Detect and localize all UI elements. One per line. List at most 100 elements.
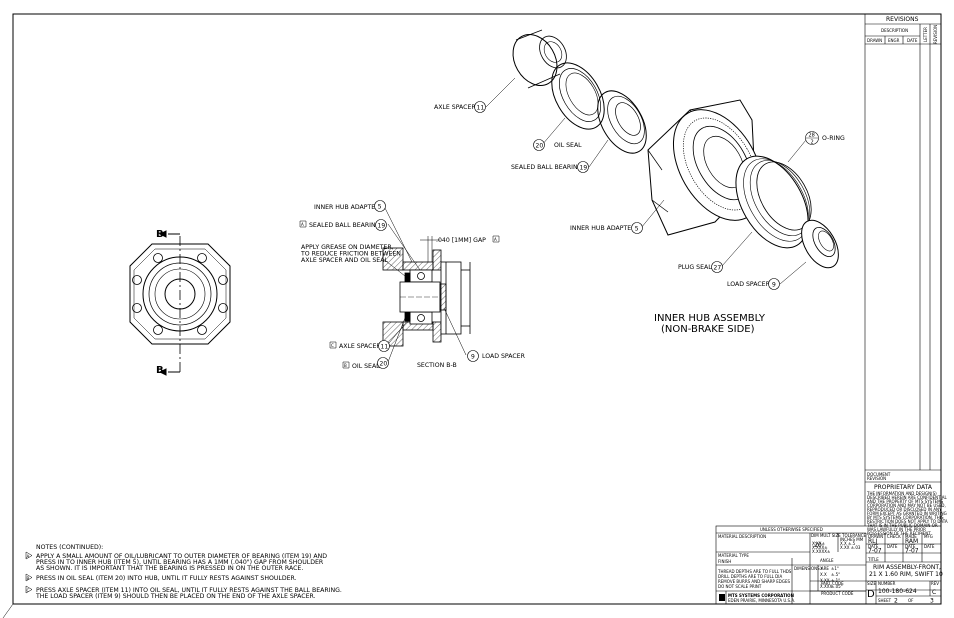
angle-tol-1: ±.5°	[831, 572, 840, 577]
date-label-2: DATE	[887, 544, 898, 549]
angle-val-1: X.X	[820, 572, 827, 577]
date-label-3: DATE	[905, 544, 916, 549]
proprietary-text: THE INFORMATION AND DESIGN(S) DESCRIBED …	[866, 491, 948, 536]
revisions-description: DESCRIPTION	[881, 28, 908, 33]
angle-val-0: X	[820, 566, 823, 571]
mts-logo	[719, 594, 725, 601]
balloon-28: 28	[809, 133, 815, 139]
tol-a-1: X.XXX±	[812, 545, 828, 550]
flag-a-gap: A	[494, 237, 497, 242]
rev-label: REV	[931, 581, 939, 586]
balloon-20-section: 20	[380, 360, 388, 367]
note-a-line-1: APPLY A SMALL AMOUNT OF OIL/LUBRICANT TO…	[36, 553, 327, 560]
fine-note-2: REMOVE BURRS AND SHARP EDGES	[718, 579, 790, 584]
label-axle-spacer: AXLE SPACER	[434, 104, 476, 111]
proprietary-line: AND THE PROPERTY OF MTS SYSTEMS	[867, 499, 944, 504]
revisions-engr: ENGR	[888, 38, 900, 43]
revisions-block	[864, 14, 941, 526]
angle-tol-2: ±.1°	[831, 578, 840, 583]
drawn-label: DRAWN	[868, 534, 883, 539]
part-code-label: PART CODE	[821, 581, 844, 586]
material-description: MATERIAL DESCRIPTION	[718, 534, 766, 539]
tol-b-0: INCHES MM	[840, 537, 864, 542]
notes: NOTES (CONTINUED): A APPLY A SMALL AMOUN…	[25, 544, 342, 600]
balloon-20: 20	[536, 142, 544, 149]
drawing-title-line-2: 21 X 1.60 RIM, SWIFT 10	[869, 571, 943, 578]
doc-rev-line-2: REVISION	[867, 476, 886, 481]
fine-note-0: THREAD DEPTHS ARE TO FULL THDS	[717, 569, 792, 574]
assembly-title-line-1: INNER HUB ASSEMBLY	[654, 313, 766, 324]
note-b-line-1: PRESS IN OIL SEAL (ITEM 20) INTO HUB, UN…	[36, 575, 297, 582]
sheet-value: 2	[894, 598, 898, 605]
balloon-9: 9	[772, 281, 776, 288]
tol-a-2: X.XXXX±	[812, 549, 830, 554]
angle-val-2: X.XX	[820, 578, 830, 583]
size-label: SIZE	[867, 581, 876, 586]
note-flag-a: A	[27, 554, 30, 559]
made-value: RAM	[905, 538, 918, 545]
label-inner-hub-adapter-section: INNER HUB ADAPTER	[314, 204, 380, 211]
note-flag-c: C	[27, 588, 30, 593]
fine-note-1: DRILL DEPTHS ARE TO FULL DIA	[718, 574, 782, 579]
proprietary-line: CORPORATION AND MAY NOT BE USED,	[867, 503, 946, 508]
company-name: MTS SYSTEMS CORPORATION	[728, 593, 794, 598]
label-load-spacer: LOAD SPACER	[727, 281, 771, 288]
made-label: MADE	[905, 534, 917, 539]
tol-a-0: X.XX±	[812, 541, 825, 546]
proprietary-line: FORM EXCEPT AS GRANTED IN WRITING	[867, 511, 947, 516]
label-axle-spacer-section: AXLE SPACER	[339, 343, 381, 350]
drawing-title-line-1: RIM ASSEMBLY-FRONT,	[873, 564, 941, 571]
sheet-border	[12, 13, 942, 605]
label-oil-seal-section: OIL SEAL	[352, 363, 380, 370]
rev-value: C	[932, 589, 936, 596]
balloon-19: 19	[580, 164, 588, 171]
tol-b-1: X.X ±.5	[840, 541, 856, 546]
revisions-letter: LETTER	[923, 27, 928, 42]
label-inner-hub-adapter: INNER HUB ADAPTER	[570, 225, 636, 232]
angle-tol-0: ±1°	[831, 566, 839, 571]
doc-rev-line-1: DOCUMENT	[867, 472, 891, 477]
balloon-19-section: 19	[378, 222, 386, 229]
revisions-title: REVISIONS	[886, 16, 919, 23]
unless-specified: UNLESS OTHERWISE SPECIFIED	[760, 527, 823, 532]
proprietary-line: POSSESSION OF THE RECIPIENT.	[867, 531, 931, 536]
fine-note-3: DO NOT SCALE PRINT	[718, 584, 762, 589]
proprietary-line: THAT IS IN THE PUBLIC DOMAIN OR	[866, 523, 938, 528]
section-mark-bottom: B	[156, 365, 164, 376]
date-value-3: 7-07	[905, 548, 919, 555]
label-oil-seal: OIL SEAL	[554, 142, 582, 149]
label-sealed-ball-bearing-section: SEALED BALL BEARING	[309, 222, 381, 229]
company-city: EDEN PRAIRIE, MINNESOTA U.S.A.	[728, 598, 795, 603]
balloon-5-section: 5	[378, 203, 382, 210]
date-label-4: DATE	[924, 544, 935, 549]
balloon-11-section: 11	[381, 343, 389, 350]
sheet-label: SHEET	[878, 598, 892, 603]
notes-heading: NOTES (CONTINUED):	[36, 544, 103, 551]
label-sealed-ball-bearing: SEALED BALL BEARING	[511, 164, 583, 171]
note-c-line-2: THE LOAD SPACER (ITEM 9) SHOULD THEN BE …	[35, 593, 316, 600]
proprietary-line: DESCRIBED HEREIN ARE CONFIDENTIAL	[867, 495, 947, 500]
note-a-line-2: PRESS IN TO INNER HUB (ITEM 5), UNTIL BE…	[36, 559, 324, 566]
section-mark-top: B	[156, 229, 164, 240]
balloon-11: 11	[477, 104, 485, 111]
of-label: OF	[908, 598, 914, 603]
proprietary-line: BY MTS SYSTEMS CORPORATION. THIS	[867, 515, 944, 520]
revisions-date: DATE	[907, 38, 918, 43]
assembly-title-line-2: (NON-BRAKE SIDE)	[661, 324, 755, 335]
label-o-ring: O-RING	[822, 135, 845, 142]
angle-tol-3: ±.05°	[831, 584, 843, 589]
note-flag-b: B	[27, 576, 30, 581]
exploded-view	[512, 29, 839, 269]
proprietary-line: RESTRICTION DOES NOT APPLY TO DATA	[867, 519, 948, 524]
title-label: TITLE	[867, 557, 879, 562]
tol-b-2: X.XX ±.03	[840, 545, 861, 550]
proprietary-line: THE INFORMATION AND DESIGN(S)	[866, 491, 937, 496]
grease-note-line-3: AXLE SPACER AND OIL SEAL	[301, 257, 388, 264]
number-label: NUMBER	[878, 581, 896, 586]
mult-size: 20	[814, 542, 822, 549]
mfg-label: MFG	[924, 534, 933, 539]
note-a-line-3: AS SHOWN. IT IS IMPORTANT THAT THE BEARI…	[36, 565, 303, 572]
date-value-1: 7-07	[868, 548, 882, 555]
section-title: SECTION B-B	[417, 362, 457, 369]
proprietary-line: WAS LAWFULLY IN THE PRIOR	[867, 527, 926, 532]
